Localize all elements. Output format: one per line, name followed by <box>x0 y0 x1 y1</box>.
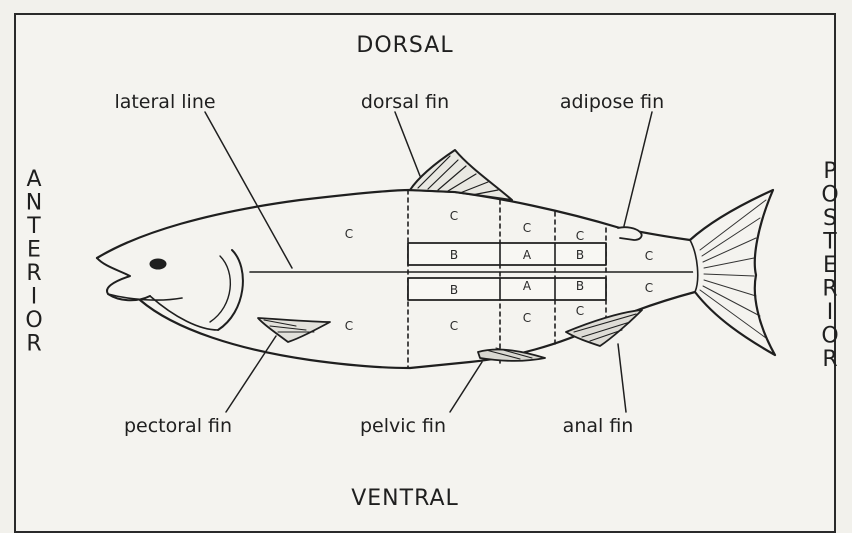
anterior-letter: E <box>27 238 41 263</box>
anterior-letter: A <box>26 167 41 192</box>
zone-c-label: C <box>645 281 653 295</box>
posterior-letter: R <box>822 347 837 372</box>
pectoral-fin-shape <box>258 318 330 342</box>
posterior-letter: E <box>823 253 837 278</box>
adipose-fin-leader <box>624 112 652 226</box>
dorsal-heading: DORSAL <box>356 33 453 58</box>
dorsal-fin-leader <box>395 112 420 176</box>
tail-fin-shape <box>690 190 775 355</box>
zone-a-label: A <box>523 279 532 293</box>
lateral-line-label: lateral line <box>114 91 215 113</box>
posterior-letter: P <box>823 159 836 184</box>
anterior-letter: I <box>31 285 38 310</box>
zone-b-label: B <box>576 248 584 262</box>
zone-b-label: B <box>450 283 458 297</box>
zone-c-label: C <box>345 227 353 241</box>
zone-b-label: B <box>576 279 584 293</box>
pectoral-fin-label: pectoral fin <box>124 415 232 437</box>
pelvic-fin-label: pelvic fin <box>360 415 446 437</box>
anterior-letter: N <box>26 191 42 216</box>
anal-fin-label: anal fin <box>563 415 634 437</box>
zone-b-label: B <box>450 248 458 262</box>
zone-c-label: C <box>645 249 653 263</box>
pelvic-fin-leader <box>450 362 482 412</box>
zone-c-label: C <box>345 319 353 333</box>
anterior-letter: T <box>26 214 41 239</box>
posterior-letter: O <box>821 183 838 208</box>
anterior-letter: R <box>26 332 41 357</box>
anal-fin-leader <box>618 344 626 412</box>
posterior-letter: O <box>821 324 838 349</box>
posterior-letter: T <box>822 230 837 255</box>
zone-c-label: C <box>450 209 458 223</box>
adipose-fin-label: adipose fin <box>560 91 664 113</box>
zone-c-label: C <box>523 221 531 235</box>
eye-icon <box>150 259 166 269</box>
posterior-letter: R <box>822 277 837 302</box>
zone-c-label: C <box>450 319 458 333</box>
adipose-fin-shape <box>618 227 642 240</box>
pectoral-fin-leader <box>226 336 276 412</box>
anterior-letter: R <box>26 261 41 286</box>
anterior-letter: O <box>25 308 42 333</box>
fish-body <box>97 112 775 412</box>
posterior-letter: S <box>823 206 837 231</box>
zone-c-label: C <box>523 311 531 325</box>
lateral-line-leader <box>205 112 292 268</box>
zone-c-label: C <box>576 304 584 318</box>
zone-c-label: C <box>576 229 584 243</box>
posterior-letter: I <box>827 300 834 325</box>
pelvic-fin-shape <box>478 350 545 361</box>
zone-labels: C C C C C C C C C C B A B B A B <box>345 209 653 333</box>
ventral-heading: VENTRAL <box>351 486 459 511</box>
dorsal-fin-label: dorsal fin <box>361 91 449 113</box>
zone-a-label: A <box>523 248 532 262</box>
